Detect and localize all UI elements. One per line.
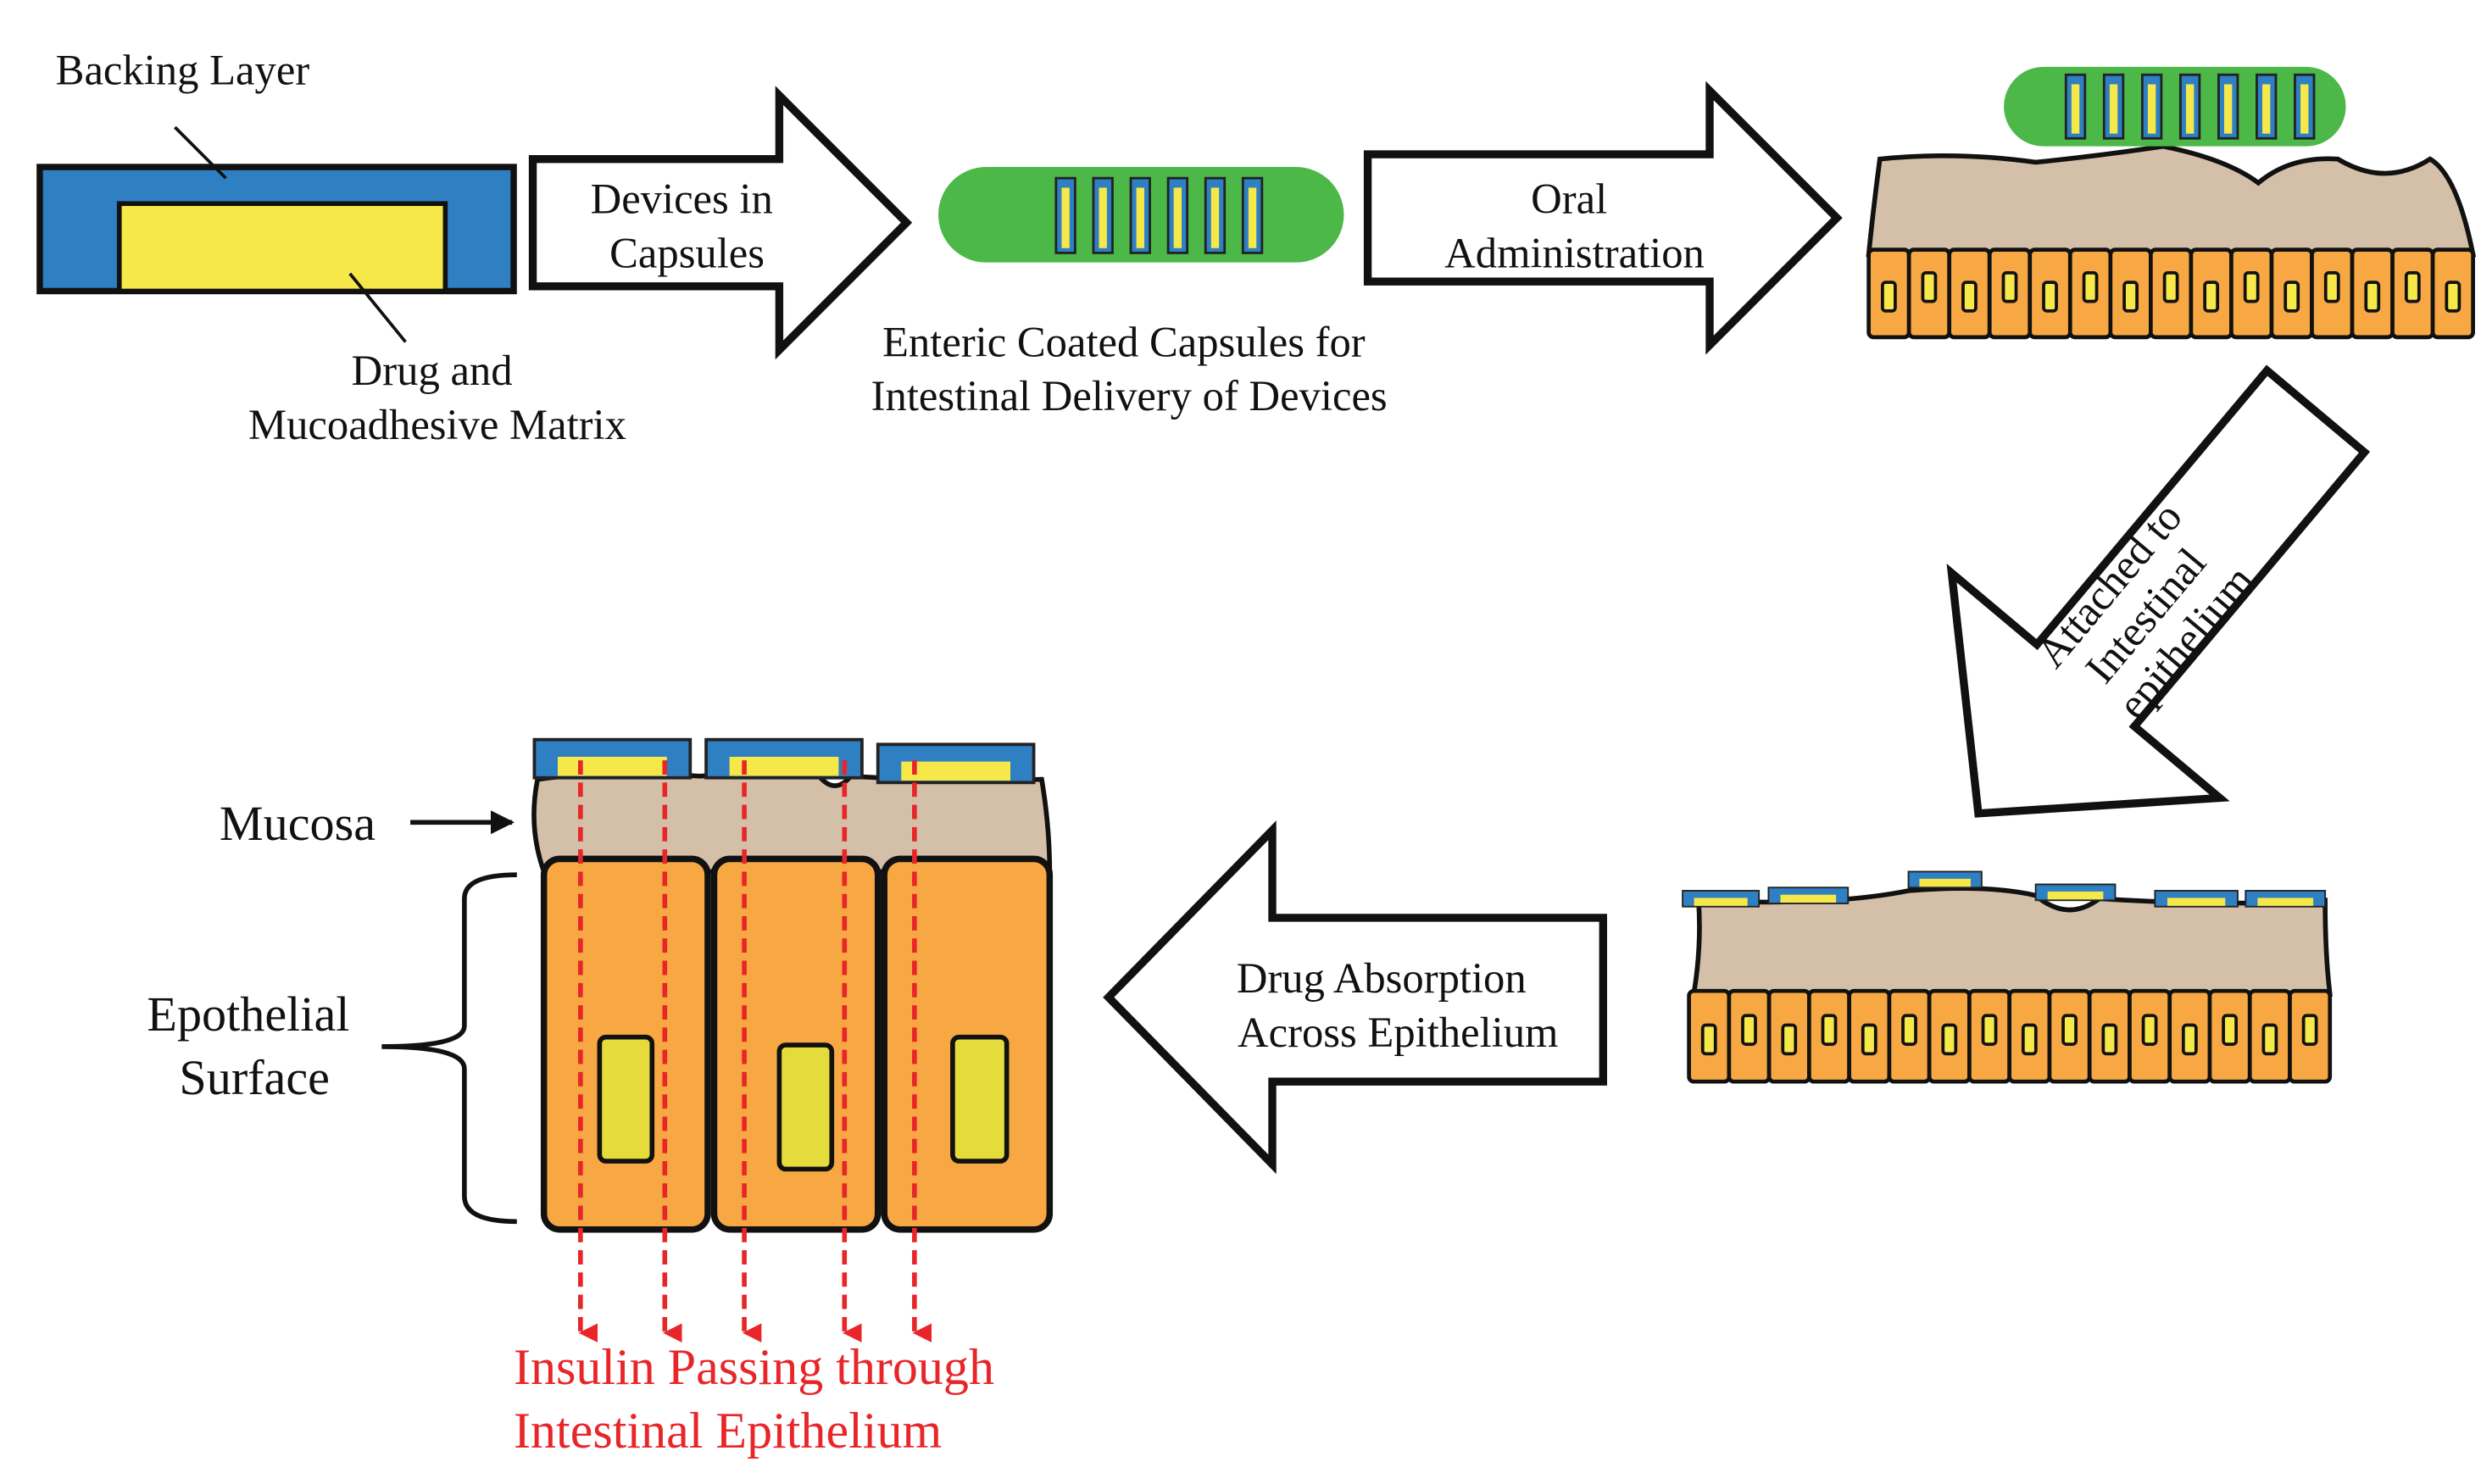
cell-nucleus: [2042, 281, 2058, 313]
mucosa-layer: [1866, 143, 2477, 258]
device-drug: [1919, 878, 1971, 887]
cell-nucleus: [2122, 281, 2139, 313]
cell-nucleus: [2141, 1014, 2158, 1046]
cell-nucleus: [2203, 281, 2220, 313]
magnified-epithelium: [531, 737, 1054, 1342]
cell-nucleus: [1961, 281, 1978, 313]
cell-nucleus: [2082, 270, 2099, 303]
enteric-capsule: [938, 167, 1344, 263]
device-drug: [2167, 898, 2226, 906]
cell-nucleus: [1881, 281, 1897, 313]
device-drug: [2109, 84, 2118, 134]
cell-nucleus: [2301, 1014, 2318, 1046]
cell-nucleus: [1921, 270, 1938, 303]
cell-nucleus: [2061, 1014, 2078, 1046]
oral-administration-label: Oral Administration: [1444, 175, 1705, 276]
device-drug: [2185, 84, 2195, 134]
device-drug: [901, 761, 1011, 781]
epithelial-surface-label: Epothelial Surface: [147, 987, 362, 1105]
drug-matrix-label: Drug and Mucoadhesive Matrix: [248, 347, 626, 448]
cell-nucleus: [1821, 1014, 1838, 1046]
device-drug: [558, 756, 667, 776]
cell-nucleus: [2021, 1023, 2038, 1056]
cell-nucleus: [2101, 1023, 2118, 1056]
cell-nucleus: [1700, 1023, 1717, 1056]
cell-nucleus: [1861, 1023, 1877, 1056]
cell-nucleus: [1741, 1014, 1757, 1046]
cell-nucleus: [950, 1034, 1010, 1164]
device-drug: [1061, 187, 1070, 248]
cell-nucleus: [597, 1034, 655, 1164]
arrow-devices-in-capsules: [528, 86, 913, 360]
cell-nucleus: [2323, 270, 2340, 303]
cell-nucleus: [1941, 1023, 1958, 1056]
device-drug: [2300, 84, 2309, 134]
arrow-drug-absorption: [1103, 820, 1607, 1175]
arrow-attached-to-epithelium: [1946, 364, 2371, 818]
intestine-tissue-with-capsule: [1866, 66, 2477, 340]
device-drug: [2262, 84, 2271, 134]
device-drug: [1136, 187, 1144, 248]
cell-nucleus: [2364, 281, 2381, 313]
device-drug: [2257, 898, 2314, 906]
cell-nucleus: [2243, 270, 2260, 303]
insulin-label: Insulin Passing through Intestinal Epith…: [514, 1338, 1007, 1459]
cell-nucleus: [1901, 1014, 1917, 1046]
enteric-capsule-caption: Enteric Coated Capsules for Intestinal D…: [871, 318, 1388, 420]
cell-nucleus: [2404, 270, 2421, 303]
cell-nucleus: [2284, 281, 2300, 313]
device-drug: [1173, 187, 1182, 248]
device-drug: [2147, 84, 2156, 134]
cell-nucleus: [1981, 1014, 1998, 1046]
device-drug: [1694, 898, 1748, 906]
device-drug: [2223, 84, 2233, 134]
cell-nucleus: [2181, 1023, 2198, 1056]
device-drug: [2047, 891, 2104, 900]
device-drug: [729, 756, 839, 776]
device-drug: [2071, 84, 2080, 134]
backing-layer-label: Backing Layer: [56, 46, 310, 93]
device-drug: [1780, 894, 1837, 903]
drug-matrix-pointer: [348, 272, 407, 343]
mucoadhesive-device: [36, 164, 517, 295]
device-drug: [1210, 187, 1220, 248]
cell-nucleus: [1781, 1023, 1798, 1056]
backing-layer-pointer: [174, 125, 227, 180]
cell-nucleus: [2445, 281, 2462, 313]
arrow-oral-administration: [1363, 81, 1843, 355]
device-drug: [1099, 187, 1107, 248]
cell-nucleus: [2001, 270, 2018, 303]
drug-absorption-label: Drug Absorption Across Epithelium: [1237, 954, 1559, 1056]
mucosa-label: Mucosa: [220, 796, 375, 851]
epithelial-bracket: [381, 872, 517, 1225]
device-drug: [1248, 187, 1257, 248]
cell-nucleus: [776, 1042, 835, 1172]
intestine-tissue-with-devices: [1682, 870, 2333, 1084]
cell-nucleus: [2222, 1014, 2238, 1046]
cell-nucleus: [2261, 1023, 2278, 1056]
cell-nucleus: [2162, 270, 2179, 303]
devices-in-capsules-label: Devices in Capsules: [591, 175, 784, 276]
